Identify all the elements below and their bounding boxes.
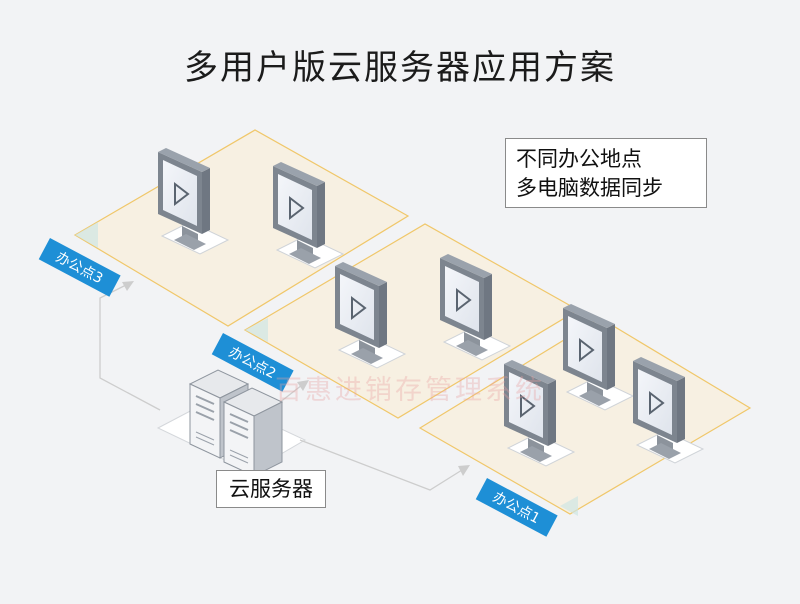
server-tower-icon xyxy=(223,387,283,477)
sync-note-line-2: 多电脑数据同步 xyxy=(516,176,663,200)
office-1-shadow xyxy=(560,496,578,516)
watermark: 百惠进销存管理系统 xyxy=(275,375,545,406)
arrow-to-office-2 xyxy=(297,380,309,391)
office-3-shadow xyxy=(75,222,98,248)
office-1-platform xyxy=(418,317,752,515)
office-2-shadow xyxy=(245,318,268,342)
arrow-to-office-1 xyxy=(458,465,470,476)
page-title: 多用户版云服务器应用方案 xyxy=(184,48,616,88)
arrow-to-office-3 xyxy=(122,281,134,291)
connector-to-office-1 xyxy=(299,439,463,491)
connector-to-office-3 xyxy=(99,283,161,411)
sync-note-line-1: 不同办公地点 xyxy=(516,147,642,171)
sync-note-box: 不同办公地点 多电脑数据同步 xyxy=(505,138,707,208)
cloud-server-label: 云服务器 xyxy=(216,470,326,508)
